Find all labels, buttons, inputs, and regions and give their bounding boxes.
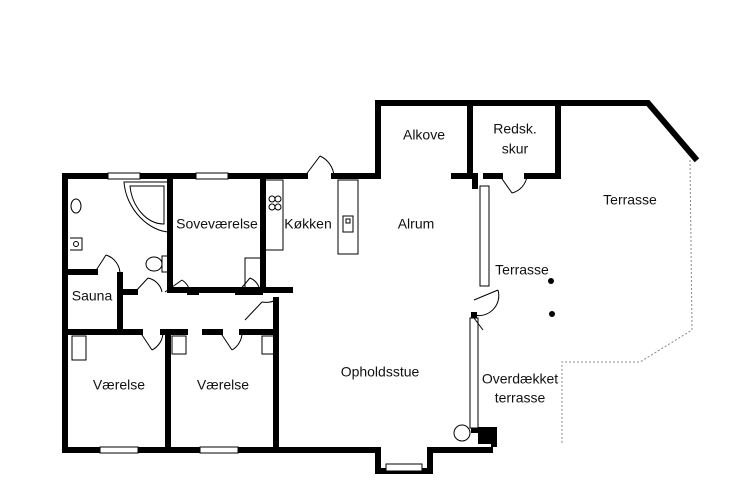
terrace-outline [561, 159, 693, 444]
label-alrum: Alrum [398, 216, 435, 232]
label-redsk-line1: Redsk. [493, 121, 537, 137]
label-redsk-line2: skur [502, 141, 529, 157]
post-marker [549, 311, 555, 317]
doors [94, 155, 528, 351]
label-opholdsstue: Opholdsstue [341, 364, 420, 380]
label-kokken: Køkken [284, 216, 331, 232]
windows [99, 172, 490, 472]
label-terrasse-inner: Terrasse [495, 262, 549, 278]
label-overdaekket-line1: Overdækket [482, 371, 558, 387]
label-sovevaerelse: Soveværelse [176, 216, 258, 232]
post-marker [548, 278, 554, 284]
label-vaerelse-left: Værelse [93, 377, 145, 393]
label-terrasse-outer: Terrasse [603, 192, 657, 208]
label-sauna: Sauna [72, 288, 113, 304]
label-overdaekket-line2: terrasse [495, 390, 546, 406]
label-alkove: Alkove [403, 127, 445, 143]
fixtures [70, 179, 555, 444]
label-vaerelse-right: Værelse [197, 377, 249, 393]
room-labels: Alkove Redsk. skur Terrasse Soveværelse … [72, 121, 657, 406]
exterior-walls [62, 100, 700, 474]
